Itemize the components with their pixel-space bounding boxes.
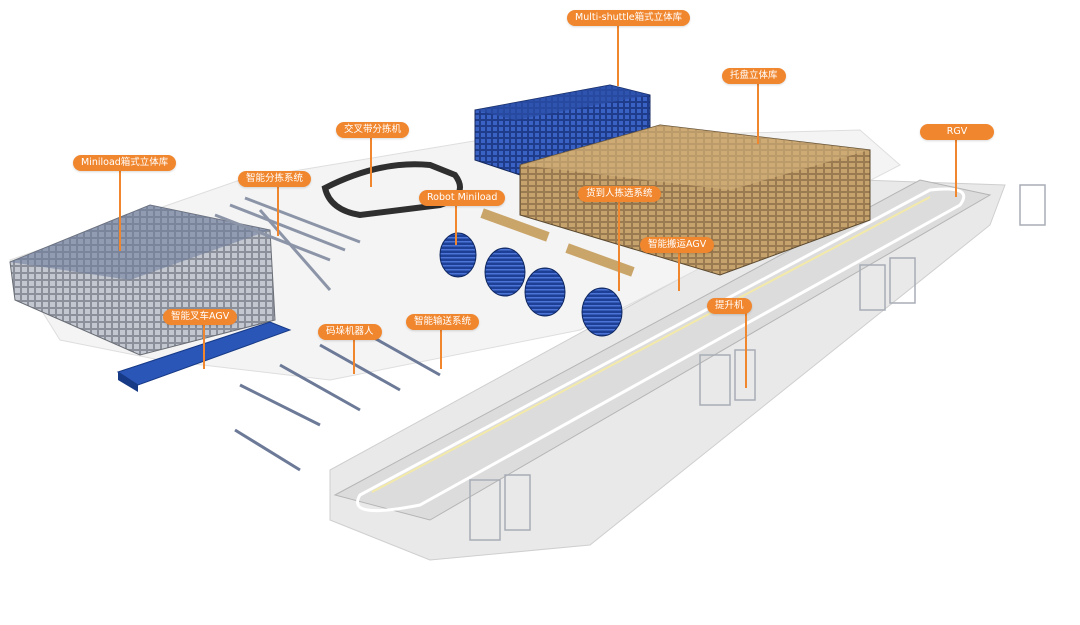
leader-conveyor <box>440 329 442 369</box>
leader-rgv <box>955 137 957 197</box>
label-miniload: Miniload箱式立体库 <box>73 155 177 171</box>
label-sorting: 智能分拣系统 <box>238 171 312 187</box>
leader-palletizing <box>353 339 355 374</box>
conveyor-track <box>333 179 992 521</box>
label-goods-to-person: 货到人拣选系统 <box>578 186 661 202</box>
label-robot-miniload: Robot Miniload <box>419 190 506 206</box>
leader-sorting <box>277 186 279 236</box>
robot-miniload-cylinders <box>439 232 623 337</box>
label-rgv: RGV <box>920 124 994 140</box>
leader-handling-agv <box>678 251 680 291</box>
leader-crossbelt <box>370 137 372 187</box>
label-palletizing-robot: 码垛机器人 <box>318 324 382 340</box>
leader-pallet <box>757 84 759 144</box>
sorting-conveyors <box>214 196 361 291</box>
leader-goods-to-person <box>618 201 620 291</box>
label-forklift-agv: 智能叉车AGV <box>163 309 238 325</box>
leader-miniload <box>119 171 121 251</box>
pallet-rack <box>519 124 871 276</box>
leader-multishuttle <box>617 26 619 86</box>
agv-stations <box>480 208 635 277</box>
label-pallet-asrs: 托盘立体库 <box>722 68 786 84</box>
label-handling-agv: 智能搬运AGV <box>640 237 715 253</box>
label-multishuttle: Multi-shuttle箱式立体库 <box>567 10 691 26</box>
label-lifter: 提升机 <box>707 298 752 314</box>
leader-lifter <box>745 313 747 388</box>
label-conveyor-system: 智能输送系统 <box>406 314 480 330</box>
leader-forklift-agv <box>203 324 205 369</box>
crossbelt-sorter <box>321 161 463 219</box>
label-crossbelt: 交叉带分拣机 <box>336 122 410 138</box>
palletizing-conveyor-area <box>234 328 441 472</box>
leader-robot-miniload <box>455 205 457 245</box>
lifter-towers <box>469 184 1046 541</box>
